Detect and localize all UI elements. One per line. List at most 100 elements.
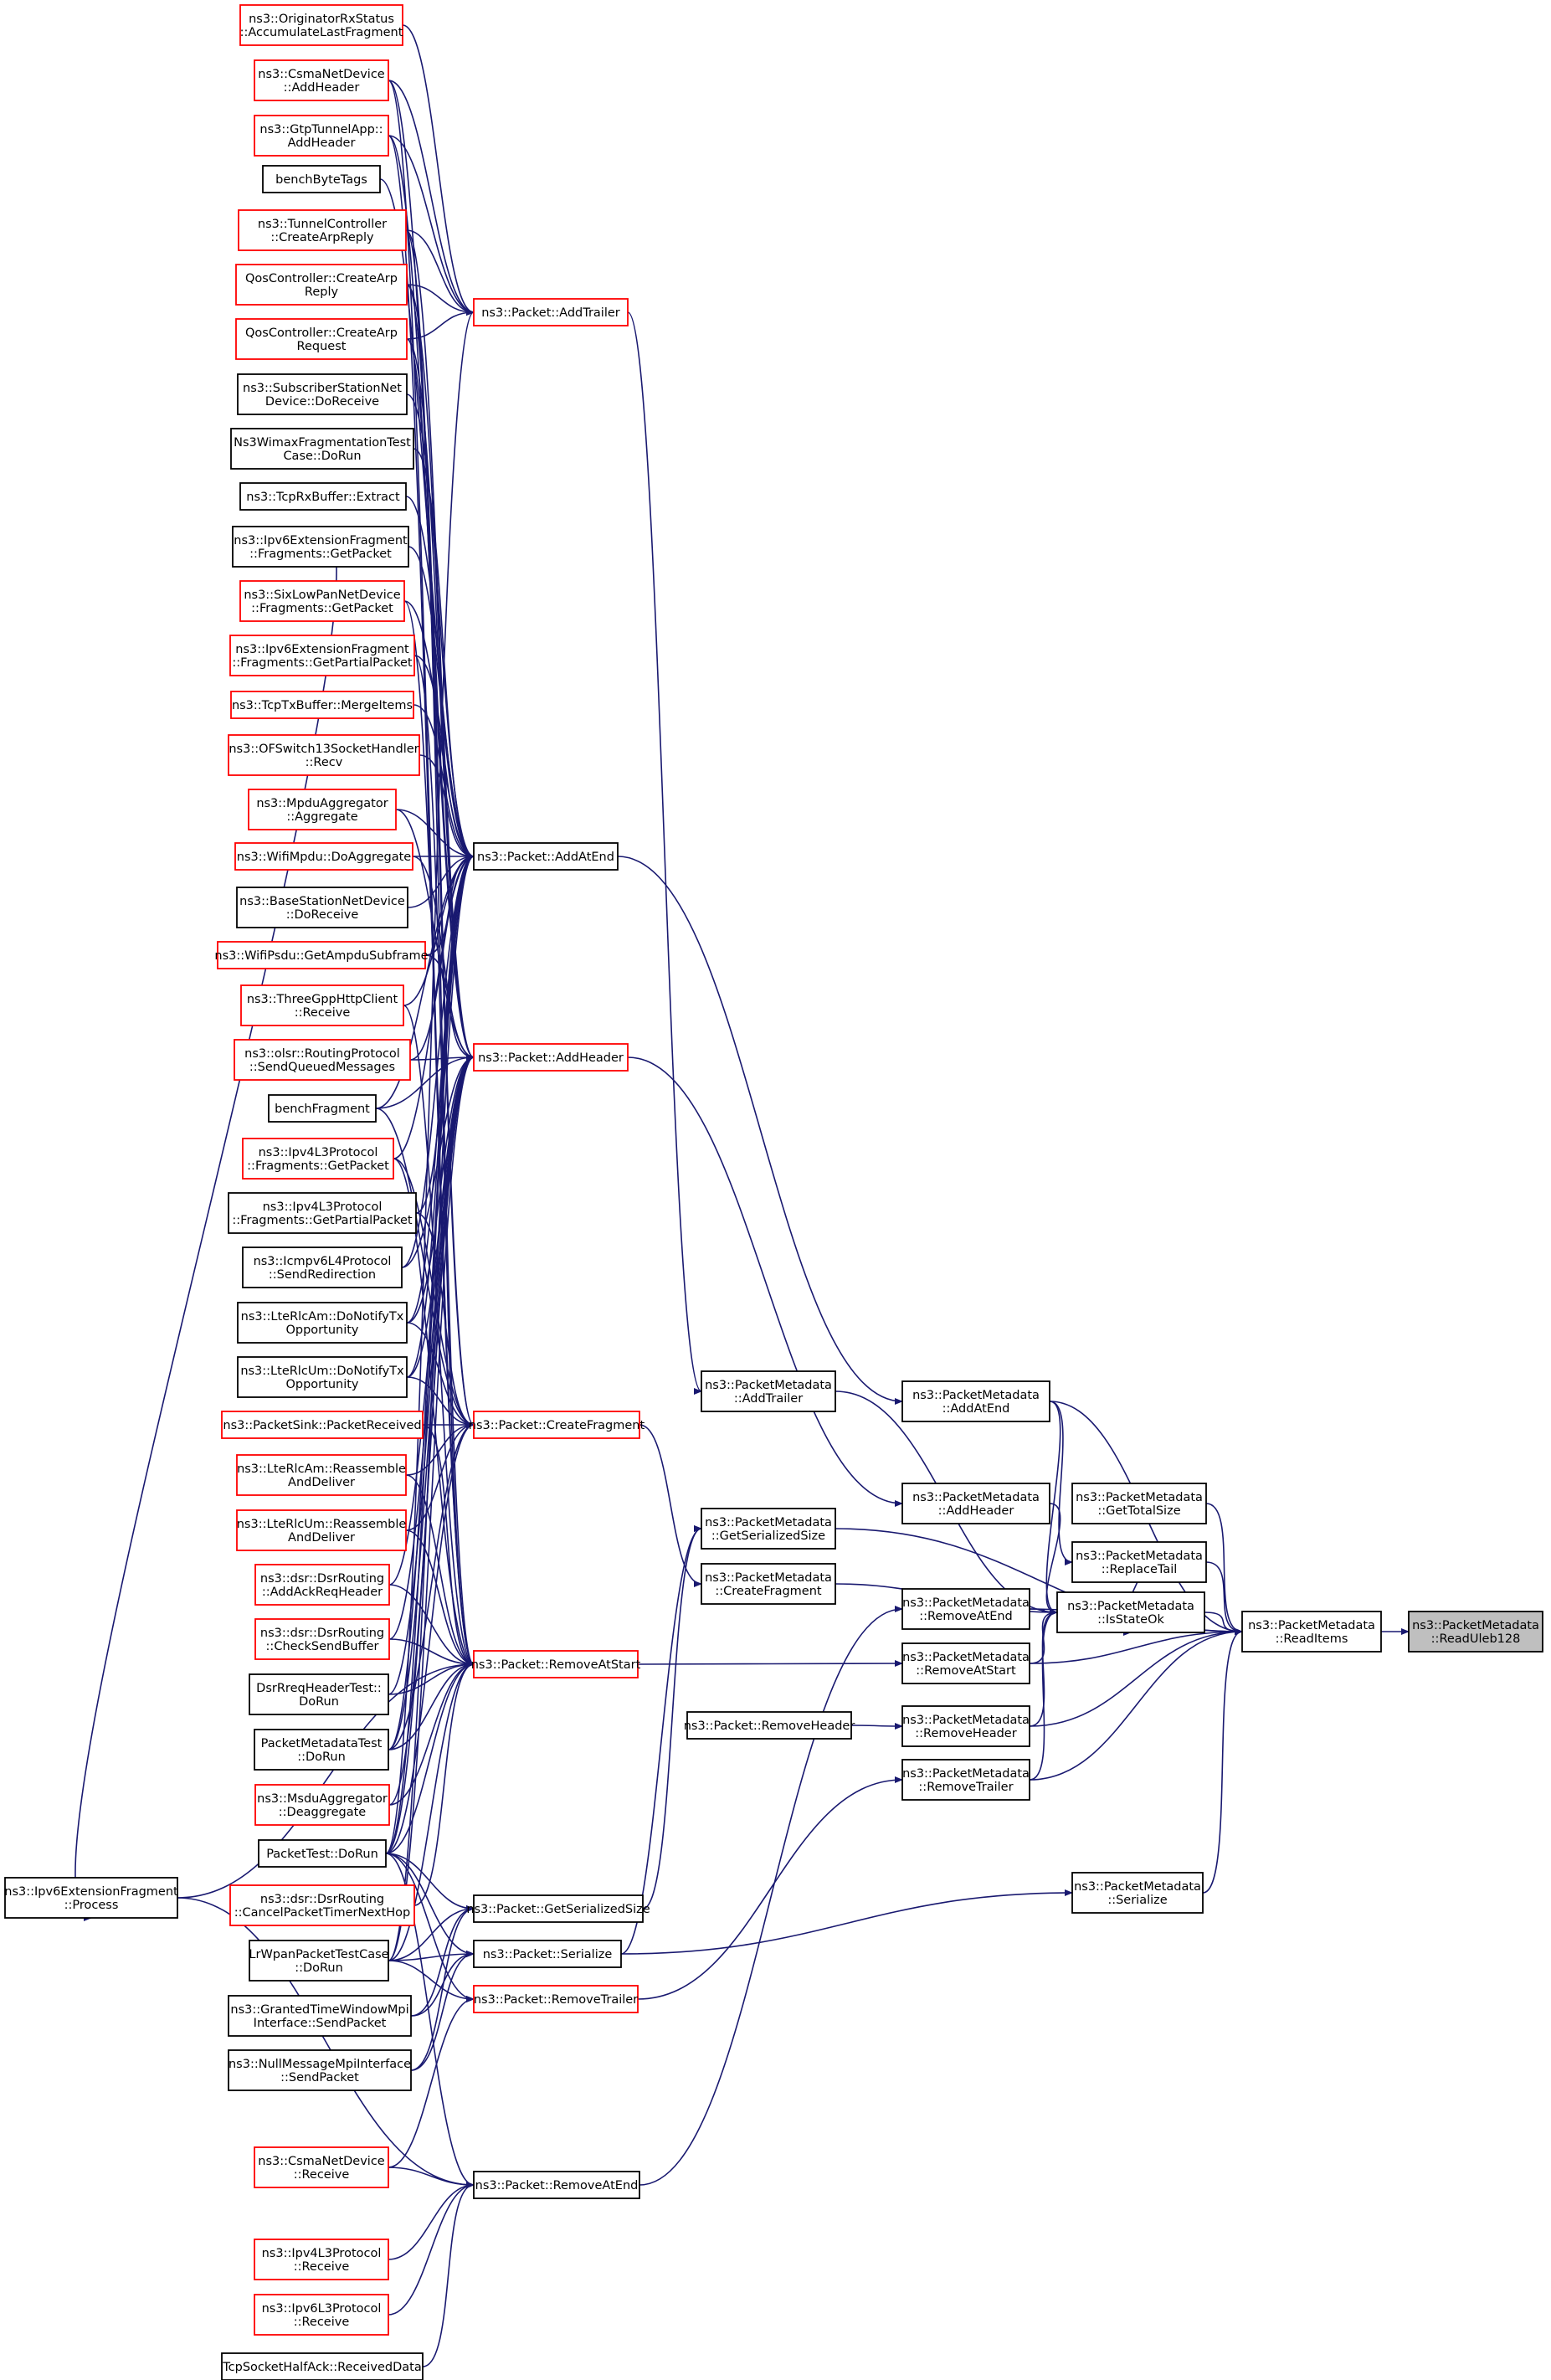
node-box[interactable] xyxy=(901,1483,1050,1524)
node-box[interactable] xyxy=(901,1642,1030,1684)
node-box[interactable] xyxy=(701,1370,836,1412)
graph-node[interactable]: ns3::PacketMetadata::Serialize xyxy=(1071,1872,1204,1914)
graph-node[interactable]: ns3::Packet::AddAtEnd xyxy=(473,842,619,871)
graph-node[interactable]: ns3::NullMessageMpiInterface::SendPacket xyxy=(228,2049,412,2091)
node-box[interactable] xyxy=(254,1618,390,1660)
node-box[interactable] xyxy=(232,526,409,568)
node-box[interactable] xyxy=(235,264,408,306)
node-box[interactable] xyxy=(234,1039,411,1081)
node-box[interactable] xyxy=(249,1940,389,1982)
graph-node[interactable]: PacketMetadataTest::DoRun xyxy=(254,1729,389,1771)
graph-node[interactable]: ns3::Ipv6ExtensionFragment::Process xyxy=(4,1877,178,1919)
node-box[interactable] xyxy=(239,580,405,622)
node-box[interactable] xyxy=(473,1940,622,1968)
node-box[interactable] xyxy=(235,318,408,360)
node-box[interactable] xyxy=(217,941,426,969)
graph-node[interactable]: ns3::PacketMetadata::IsStateOk xyxy=(1056,1591,1205,1633)
graph-node[interactable]: ns3::Ipv4L3Protocol::Fragments::GetPacke… xyxy=(242,1138,394,1180)
graph-node[interactable]: ns3::ThreeGppHttpClient::Receive xyxy=(240,984,404,1026)
node-box[interactable] xyxy=(473,2171,640,2199)
graph-node[interactable]: ns3::TunnelController::CreateArpReply xyxy=(238,209,407,251)
graph-node[interactable]: ns3::SubscriberStationNetDevice::DoRecei… xyxy=(237,373,408,415)
graph-node[interactable]: ns3::PacketMetadata::AddTrailer xyxy=(701,1370,836,1412)
node-box[interactable] xyxy=(473,1985,639,2013)
node-box[interactable] xyxy=(254,2239,389,2280)
node-box[interactable] xyxy=(236,1454,407,1496)
node-box[interactable] xyxy=(1071,1483,1207,1524)
graph-node[interactable]: ns3::CsmaNetDevice::Receive xyxy=(254,2146,389,2188)
node-box[interactable] xyxy=(249,1673,389,1715)
node-box[interactable] xyxy=(229,635,415,676)
graph-node[interactable]: ns3::GrantedTimeWindowMpiInterface::Send… xyxy=(228,1995,412,2037)
graph-node[interactable]: ns3::WifiMpdu::DoAggregate xyxy=(234,842,413,871)
graph-node[interactable]: ns3::PacketMetadata::AddAtEnd xyxy=(901,1380,1050,1422)
node-box[interactable] xyxy=(254,115,389,157)
graph-node[interactable]: ns3::PacketMetadata::RemoveAtStart xyxy=(901,1642,1030,1684)
graph-node[interactable]: ns3::dsr::DsrRouting::CheckSendBuffer xyxy=(254,1618,390,1660)
node-box[interactable] xyxy=(221,1411,424,1439)
graph-node[interactable]: LrWpanPacketTestCase::DoRun xyxy=(249,1940,389,1982)
node-box[interactable] xyxy=(901,1705,1030,1747)
node-box[interactable] xyxy=(221,2352,424,2380)
node-box[interactable] xyxy=(258,1839,387,1868)
node-box[interactable] xyxy=(237,1356,408,1398)
node-box[interactable] xyxy=(1071,1872,1204,1914)
node-box[interactable] xyxy=(238,209,407,251)
graph-node[interactable]: ns3::PacketMetadata::ReadItems xyxy=(1241,1611,1382,1653)
node-box[interactable] xyxy=(473,298,629,326)
graph-node[interactable]: ns3::OFSwitch13SocketHandler::Recv xyxy=(228,734,420,776)
node-box[interactable] xyxy=(237,1302,408,1344)
node-box[interactable] xyxy=(254,1564,390,1606)
node-box[interactable] xyxy=(239,482,407,511)
node-box[interactable] xyxy=(229,1884,415,1926)
graph-node[interactable]: ns3::Packet::AddTrailer xyxy=(473,298,629,326)
node-box[interactable] xyxy=(701,1563,836,1605)
graph-node[interactable]: ns3::PacketMetadata::ReadUleb128 xyxy=(1408,1611,1543,1653)
graph-node[interactable]: ns3::Packet::RemoveTrailer xyxy=(473,1985,639,2013)
node-box[interactable] xyxy=(228,1192,417,1234)
graph-node[interactable]: ns3::Ipv6L3Protocol::Receive xyxy=(254,2294,389,2336)
node-box[interactable] xyxy=(473,1894,644,1923)
node-box[interactable] xyxy=(228,2049,412,2091)
graph-node[interactable]: ns3::PacketMetadata::AddHeader xyxy=(901,1483,1050,1524)
node-box[interactable] xyxy=(254,2146,389,2188)
node-box[interactable] xyxy=(686,1711,852,1740)
graph-node[interactable]: ns3::Packet::RemoveAtStart xyxy=(471,1650,641,1678)
graph-node[interactable]: ns3::Packet::GetSerializedSize xyxy=(466,1894,650,1923)
graph-node[interactable]: ns3::PacketMetadata::ReplaceTail xyxy=(1071,1541,1207,1583)
graph-node[interactable]: QosController::CreateArpReply xyxy=(235,264,408,306)
graph-node[interactable]: ns3::Ipv6ExtensionFragment::Fragments::G… xyxy=(232,526,409,568)
node-box[interactable] xyxy=(242,1247,403,1288)
node-box[interactable] xyxy=(228,734,420,776)
graph-node[interactable]: TcpSocketHalfAck::ReceivedData xyxy=(221,2352,424,2380)
graph-node[interactable]: ns3::Ipv6ExtensionFragment::Fragments::G… xyxy=(229,635,415,676)
node-box[interactable] xyxy=(473,1411,640,1439)
node-box[interactable] xyxy=(230,691,414,719)
graph-node[interactable]: ns3::PacketMetadata::RemoveAtEnd xyxy=(901,1588,1030,1630)
node-box[interactable] xyxy=(1071,1541,1207,1583)
graph-node[interactable]: ns3::Packet::RemoveAtEnd xyxy=(473,2171,640,2199)
graph-node[interactable]: ns3::MpduAggregator::Aggregate xyxy=(248,789,397,830)
node-box[interactable] xyxy=(248,789,397,830)
node-box[interactable] xyxy=(254,59,389,101)
graph-node[interactable]: ns3::PacketMetadata::RemoveHeader xyxy=(901,1705,1030,1747)
node-box[interactable] xyxy=(230,428,414,470)
graph-node[interactable]: ns3::dsr::DsrRouting::CancelPacketTimerN… xyxy=(229,1884,415,1926)
node-box[interactable] xyxy=(473,842,619,871)
graph-node[interactable]: ns3::Packet::AddHeader xyxy=(473,1043,629,1072)
node-box[interactable] xyxy=(236,1509,407,1551)
graph-node[interactable]: ns3::TcpRxBuffer::Extract xyxy=(239,482,407,511)
node-box[interactable] xyxy=(901,1380,1050,1422)
node-box[interactable] xyxy=(254,2294,389,2336)
node-box[interactable] xyxy=(237,373,408,415)
graph-node[interactable]: ns3::Ipv4L3Protocol::Receive xyxy=(254,2239,389,2280)
node-box[interactable] xyxy=(239,4,403,46)
node-box[interactable] xyxy=(262,165,381,193)
graph-node[interactable]: ns3::BaseStationNetDevice::DoReceive xyxy=(236,887,408,928)
node-box[interactable] xyxy=(268,1094,377,1123)
